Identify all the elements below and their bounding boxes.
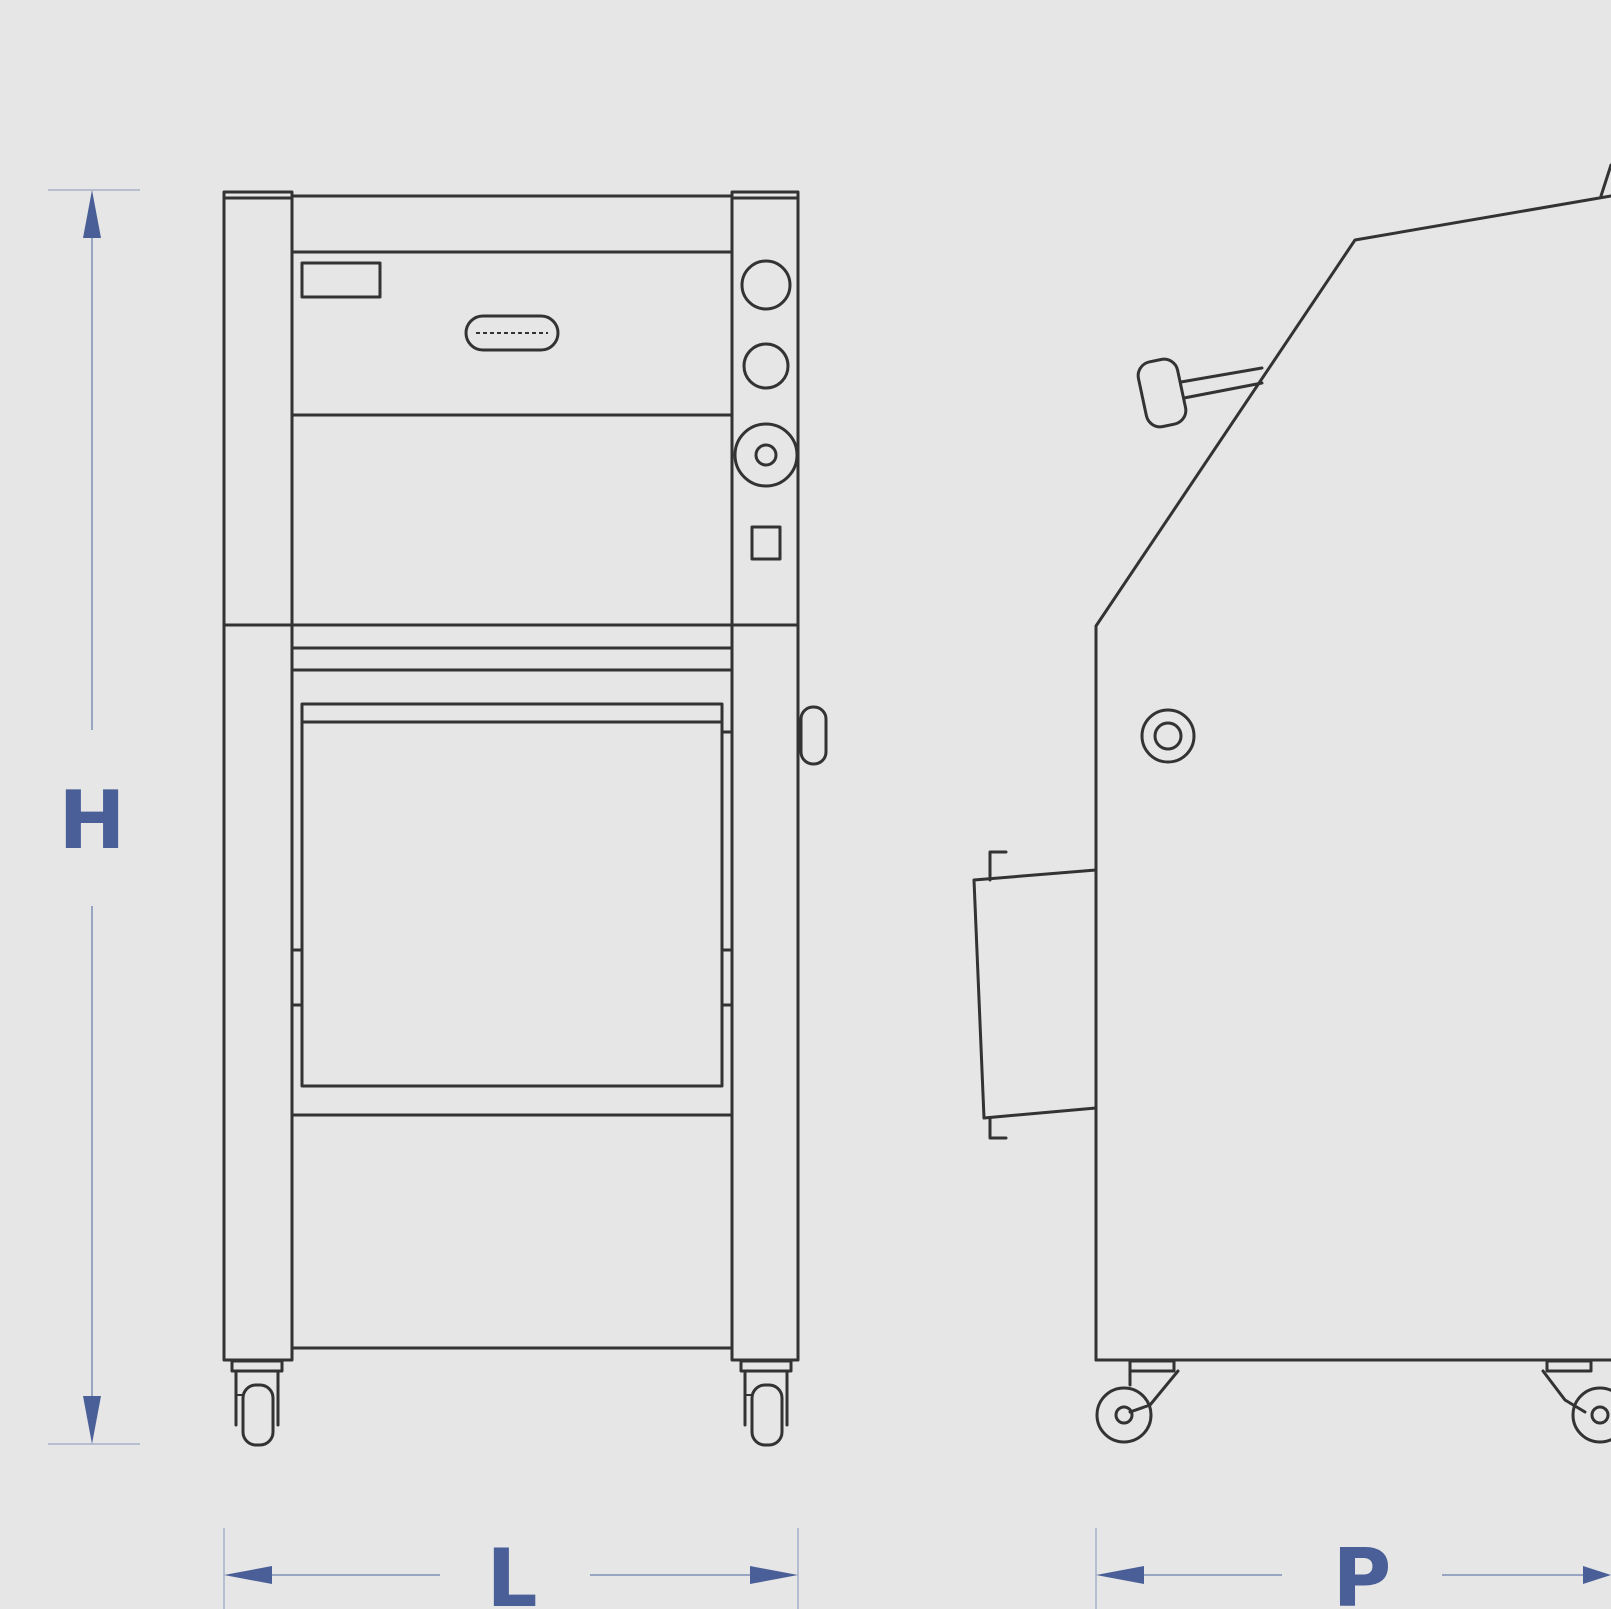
front-caster-right [739,1359,793,1447]
arrow-left-icon [1096,1566,1144,1584]
cutting-slot [464,314,560,352]
side-caster-left [1095,1359,1180,1444]
front-view [222,190,828,1447]
arrow-down-icon [83,1396,101,1444]
height-label: H [59,774,126,867]
depth-label: P [1333,1532,1392,1609]
switch-square [750,525,782,561]
arrow-up-icon [83,190,101,238]
side-handle [799,705,828,766]
front-left-leg [222,190,294,1362]
side-view [972,163,1611,1444]
side-knob [1140,708,1196,764]
arrow-right-icon [1583,1566,1611,1584]
arrow-right-icon [750,1566,798,1584]
lever-knob [1136,357,1188,429]
side-tray [972,868,1098,1120]
control-dial [733,422,799,488]
lever-arm [1179,366,1264,400]
dimension-depth: P [1095,1528,1611,1609]
dimension-height: H [48,189,140,1445]
front-body [290,194,734,1350]
side-body-outline [1094,194,1611,1362]
control-knob-2 [742,342,790,390]
width-label: L [487,1532,538,1609]
dimension-width: L [223,1528,799,1609]
front-door [300,702,724,1088]
arrow-left-icon [224,1566,272,1584]
control-knob-1 [740,259,792,311]
front-caster-left [230,1359,284,1447]
side-caster-right [1541,1359,1611,1444]
display-window [300,261,382,299]
